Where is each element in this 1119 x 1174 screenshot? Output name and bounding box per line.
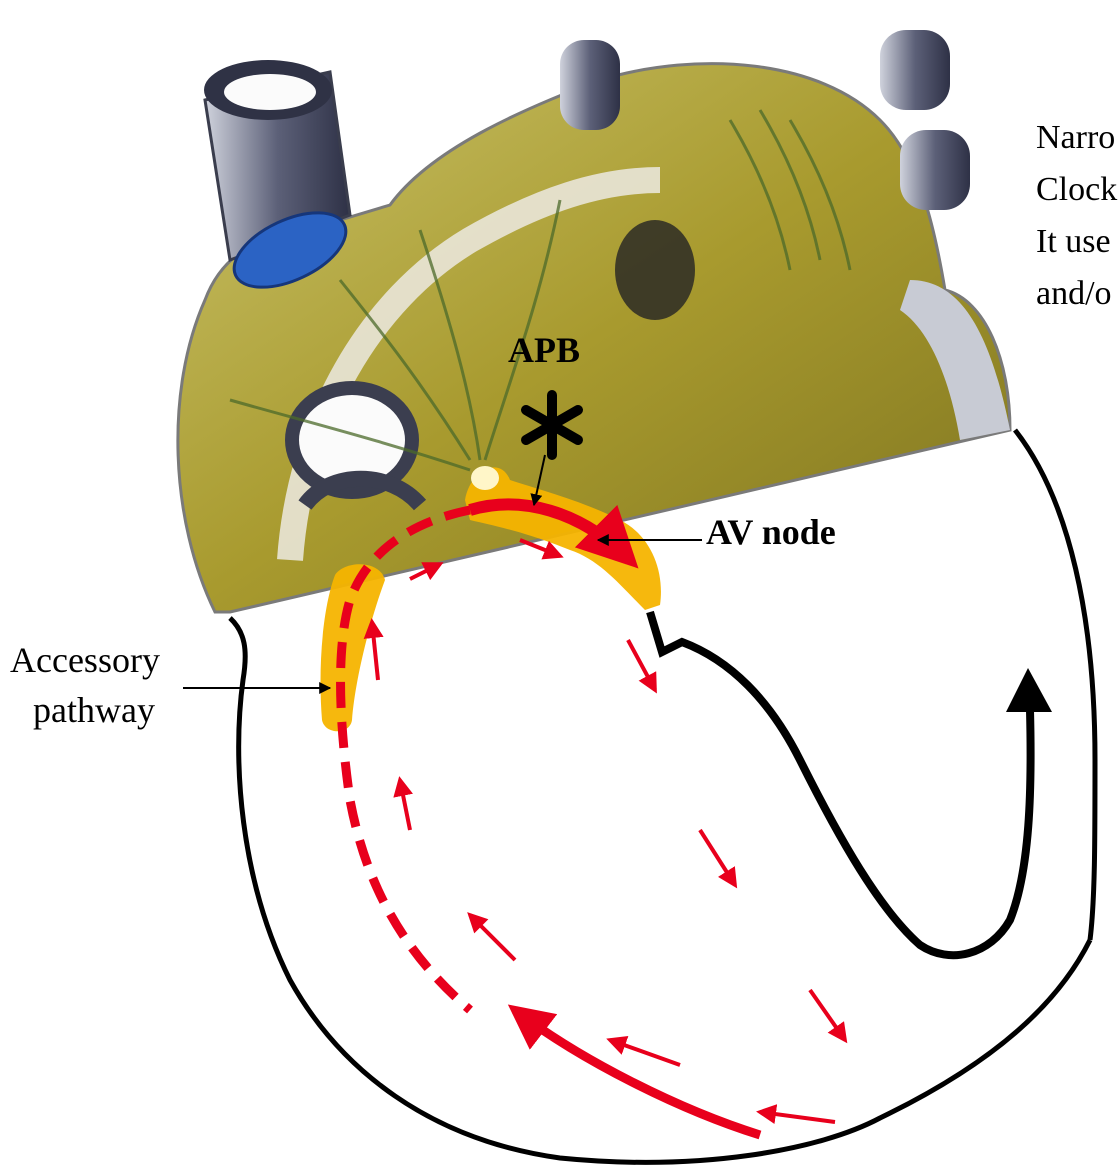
ventricle-left-wall — [230, 618, 1090, 1162]
pulmonary-vein-2 — [880, 30, 950, 110]
retrograde-small-arrow-2 — [372, 622, 378, 680]
apical-small-arrow-1 — [610, 1040, 680, 1065]
note-line-3: It use — [1036, 223, 1111, 260]
accessory-pathway-label-line2: pathway — [33, 690, 155, 730]
side-note: Narro Clock It use and/o — [1036, 119, 1117, 312]
note-line-4: and/o — [1036, 275, 1112, 312]
ventricle-septum-outline — [650, 612, 1031, 955]
apical-small-arrow-2 — [760, 1112, 835, 1122]
retrograde-small-arrow-4 — [470, 915, 515, 960]
atrial-node-spot — [471, 466, 499, 490]
anterograde-small-arrow-4 — [810, 990, 845, 1040]
retrograde-dashed-path — [341, 510, 470, 1010]
vessel-opening-right — [615, 220, 695, 320]
anterograde-small-arrow-3 — [700, 830, 735, 885]
retrograde-small-arrow-3 — [400, 780, 410, 830]
note-line-2: Clock — [1036, 171, 1117, 208]
accessory-pathway-label-line1: Accessory — [10, 640, 160, 680]
apb-label: APB — [508, 330, 580, 370]
note-line-1: Narro — [1036, 119, 1115, 156]
apical-retrograde-large-arrow — [515, 1010, 760, 1135]
reentry-circuit — [341, 504, 845, 1135]
black-upward-arrowhead — [1006, 668, 1052, 712]
pulmonary-vein-1 — [560, 40, 620, 130]
av-node-label: AV node — [706, 512, 836, 552]
pulmonary-vein-3 — [900, 130, 970, 210]
svc-lumen-inner — [224, 74, 316, 110]
anterograde-small-arrow-2 — [628, 640, 655, 690]
